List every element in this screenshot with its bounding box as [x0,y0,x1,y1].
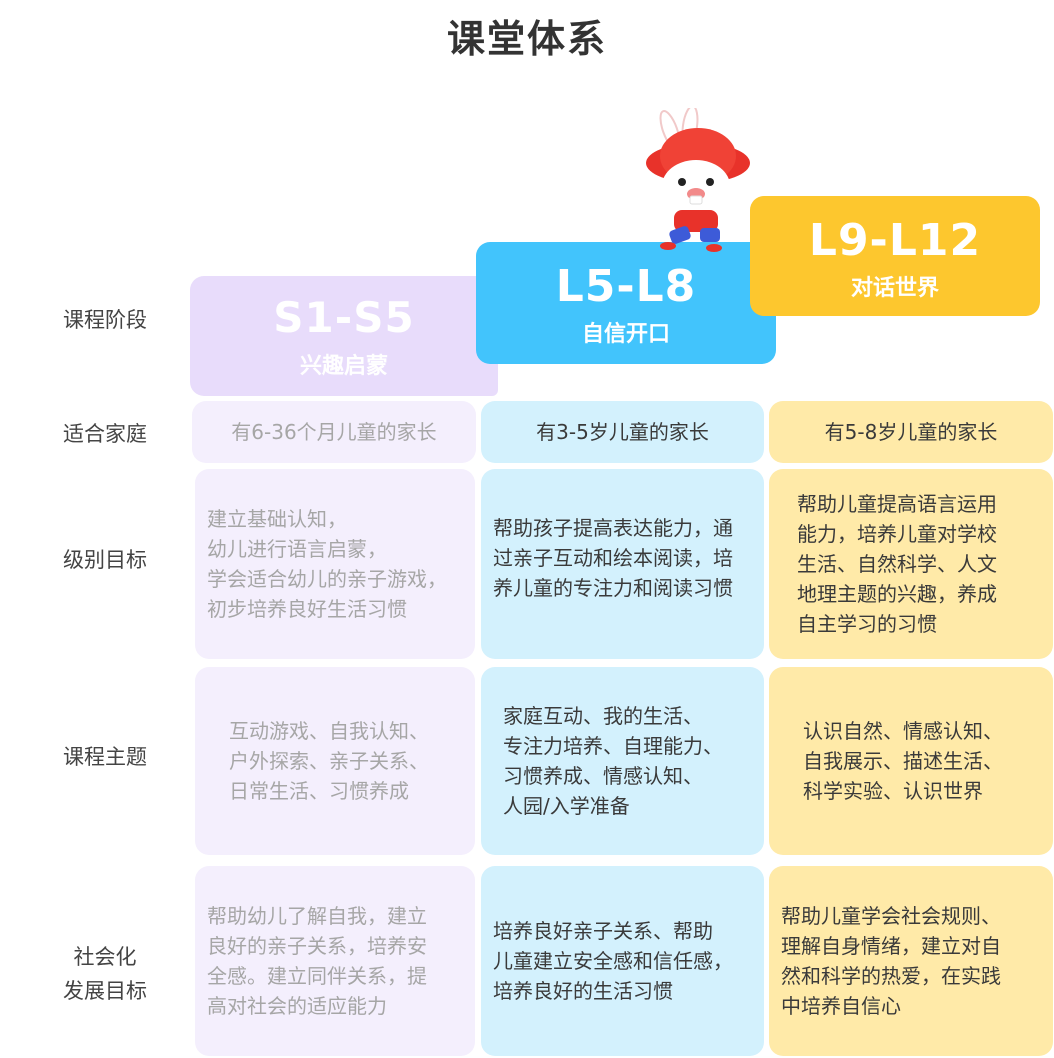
cell-text: 互动游戏、自我认知、 户外探索、亲子关系、 日常生活、习惯养成 [229,719,429,803]
page-title: 课堂体系 [446,17,607,61]
cell-family-l9-l12: 有5-8岁儿童的家长 [769,401,1053,463]
cell-text: 培养良好亲子关系、帮助 儿童建立安全感和信任感， 培养良好的生活习惯 [493,919,733,1003]
row-label-theme: 课程主题 [63,745,147,769]
level-name: 自信开口 [581,322,670,347]
cell-theme-s1-s5: 互动游戏、自我认知、 户外探索、亲子关系、 日常生活、习惯养成 [195,667,475,855]
cell-theme-l5-l8: 家庭互动、我的生活、 专注力培养、自理能力、 习惯养成、情感认知、 人园/入学准… [481,667,764,855]
cell-text: 帮助儿童提高语言运用 能力，培养儿童对学校 生活、自然科学、人文 地理主题的兴趣… [797,492,997,636]
cell-family-l5-l8: 有3-5岁儿童的家长 [481,401,764,463]
cell-text: 认识自然、情感认知、 自我展示、描述生活、 科学实验、认识世界 [803,719,1003,803]
cell-text: 有3-5岁儿童的家长 [536,420,709,444]
level-code: L9-L12 [808,215,982,266]
level-code: S1-S5 [273,293,415,342]
level-card-l5-l8: L5-L8 自信开口 [476,242,776,364]
cell-text: 帮助孩子提高表达能力，通 过亲子互动和绘本阅读，培 养儿童的专注力和阅读习惯 [493,516,733,600]
row-label-social: 社会化 发展目标 [63,945,147,1003]
cell-family-s1-s5: 有6-36个月儿童的家长 [192,401,476,463]
level-name: 兴趣启蒙 [299,354,388,379]
cell-social-s1-s5: 帮助幼儿了解自我，建立 良好的亲子关系，培养安 全感。建立同伴关系，提 高对社会… [195,866,475,1056]
cell-social-l9-l12: 帮助儿童学会社会规则、 理解自身情绪，建立对自 然和科学的热爱，在实践 中培养自… [769,866,1053,1056]
cell-social-l5-l8: 培养良好亲子关系、帮助 儿童建立安全感和信任感， 培养良好的生活习惯 [481,866,764,1056]
level-name: 对话世界 [850,276,939,301]
level-code: L5-L8 [555,261,697,312]
cell-text: 帮助儿童学会社会规则、 理解自身情绪，建立对自 然和科学的热爱，在实践 中培养自… [781,904,1001,1018]
row-label-stage: 课程阶段 [63,308,147,332]
cell-theme-l9-l12: 认识自然、情感认知、 自我展示、描述生活、 科学实验、认识世界 [769,667,1053,855]
cell-text: 建立基础认知， 幼儿进行语言启蒙， 学会适合幼儿的亲子游戏， 初步培养良好生活习… [207,507,447,621]
level-card-l9-l12: L9-L12 对话世界 [750,196,1040,316]
cell-text: 有6-36个月儿童的家长 [231,420,437,444]
cell-text: 有5-8岁儿童的家长 [824,420,998,444]
cell-text: 家庭互动、我的生活、 专注力培养、自理能力、 习惯养成、情感认知、 人园/入学准… [503,704,723,818]
cell-goal-l9-l12: 帮助儿童提高语言运用 能力，培养儿童对学校 生活、自然科学、人文 地理主题的兴趣… [769,469,1053,659]
row-label-family: 适合家庭 [63,422,147,446]
level-card-s1-s5: S1-S5 兴趣启蒙 [190,276,498,396]
bunny-mascot-icon [646,108,750,252]
cell-goal-s1-s5: 建立基础认知， 幼儿进行语言启蒙， 学会适合幼儿的亲子游戏， 初步培养良好生活习… [195,469,475,659]
cell-goal-l5-l8: 帮助孩子提高表达能力，通 过亲子互动和绘本阅读，培 养儿童的专注力和阅读习惯 [481,469,764,659]
cell-text: 帮助幼儿了解自我，建立 良好的亲子关系，培养安 全感。建立同伴关系，提 高对社会… [207,904,427,1018]
row-label-goal: 级别目标 [63,548,147,572]
